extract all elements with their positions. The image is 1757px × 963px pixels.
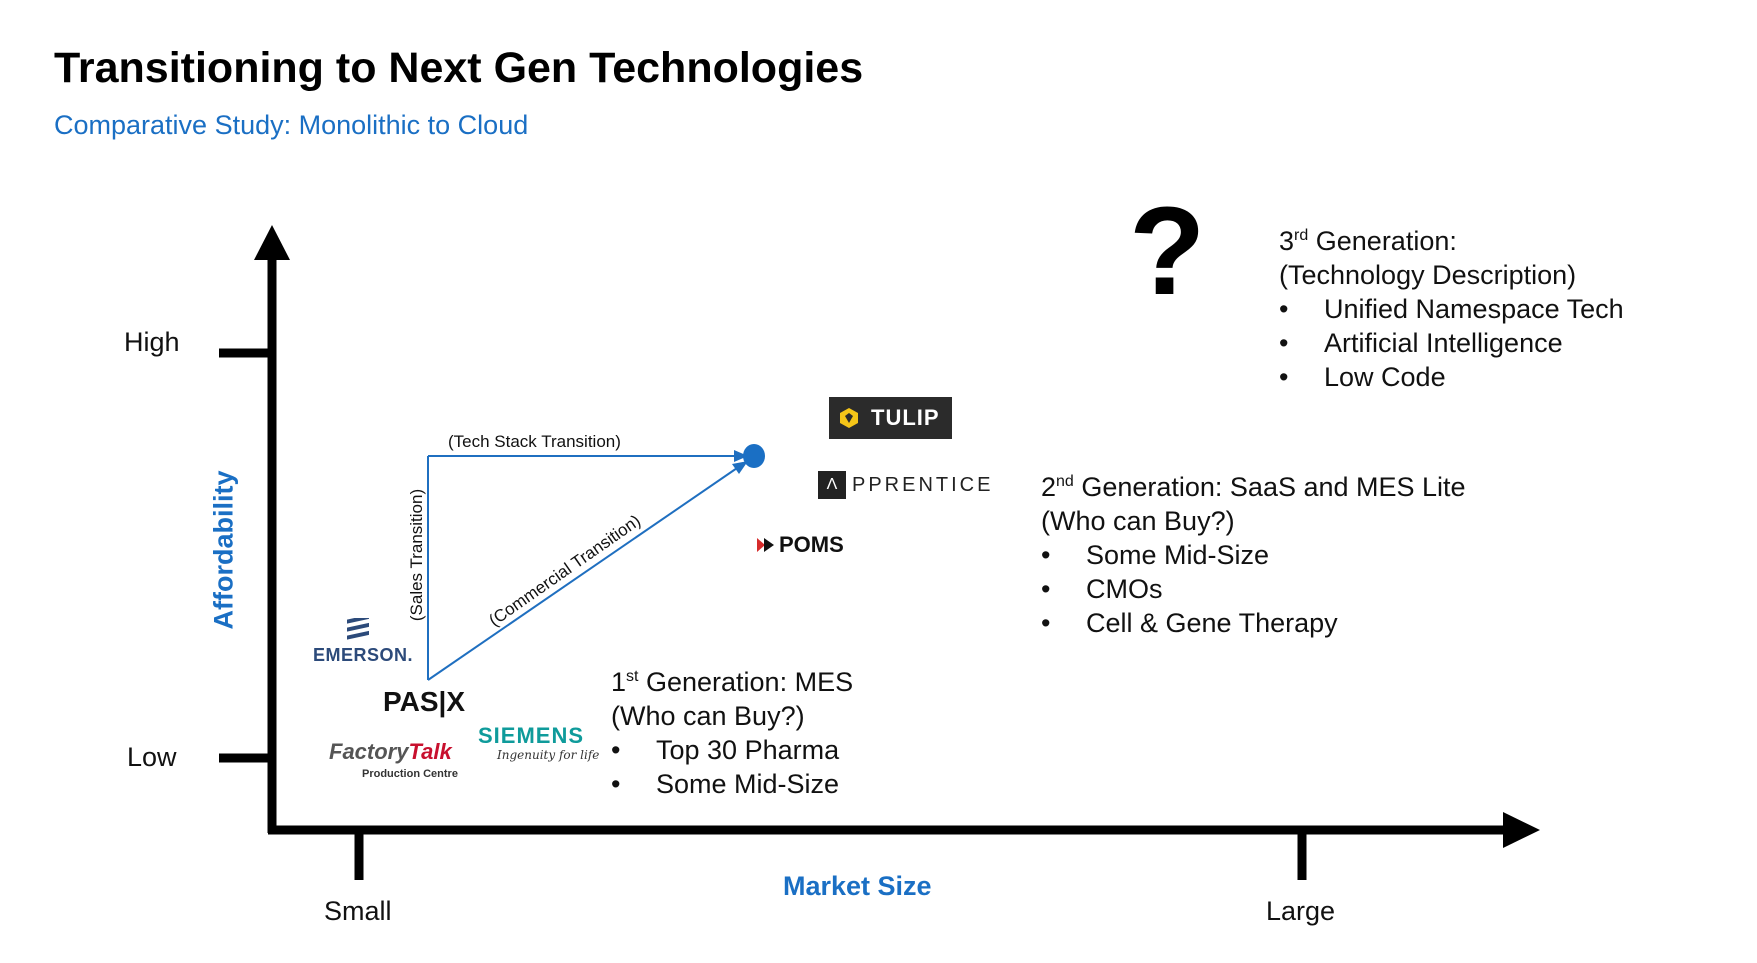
tech-stack-transition-label: (Tech Stack Transition) <box>448 432 621 451</box>
third-gen-item: •Low Code <box>1279 362 1446 392</box>
commercial-arrowhead <box>732 461 748 474</box>
second-gen-item: •CMOs <box>1041 574 1163 604</box>
first-gen-item: •Some Mid-Size <box>611 769 840 799</box>
factorytalk-word-a: Factory <box>329 739 409 764</box>
apprentice-mark-icon: Λ <box>818 471 846 499</box>
factorytalk-logo: FactoryTalk <box>329 739 452 765</box>
siemens-tagline: Ingenuity for life <box>497 748 600 762</box>
third-gen-heading: 3rd Generation: <box>1279 226 1457 256</box>
second-generation-block: 2nd Generation: SaaS and MES Lite (Who c… <box>1041 470 1466 640</box>
tech-stack-arrowhead <box>734 450 748 462</box>
x-label-large: Large <box>1266 896 1336 926</box>
poms-chevron-icon <box>757 538 774 552</box>
third-gen-subheading: (Technology Description) <box>1279 260 1577 290</box>
second-gen-item: •Some Mid-Size <box>1041 540 1270 570</box>
target-point <box>743 444 765 468</box>
sales-transition-label: (Sales Transition) <box>407 488 426 622</box>
factorytalk-word-b: Talk <box>408 739 452 764</box>
apprentice-logo: Λ PPRENTICE <box>818 471 993 499</box>
y-label-high: High <box>124 327 180 357</box>
third-generation-block: 3rd Generation: (Technology Description)… <box>1279 224 1624 394</box>
x-label-small: Small <box>324 896 392 926</box>
x-axis-arrowhead <box>1503 812 1540 848</box>
third-gen-item: •Unified Namespace Tech <box>1279 294 1624 324</box>
slide-subtitle: Comparative Study: Monolithic to Cloud <box>54 110 529 140</box>
first-gen-heading: 1st Generation: MES <box>611 667 854 697</box>
tulip-logo: TULIP <box>829 397 952 439</box>
emerson-mark-icon <box>345 614 371 647</box>
y-axis-arrowhead <box>254 225 290 260</box>
poms-logo: POMS <box>757 532 844 558</box>
apprentice-wordmark: PPRENTICE <box>852 473 994 496</box>
siemens-logo: SIEMENS <box>478 723 585 748</box>
emerson-logo: EMERSON. <box>313 645 414 665</box>
second-gen-item: •Cell & Gene Therapy <box>1041 608 1338 638</box>
tulip-icon <box>840 408 858 428</box>
second-gen-subheading: (Who can Buy?) <box>1041 506 1235 536</box>
poms-wordmark: POMS <box>779 532 844 557</box>
third-gen-item: •Artificial Intelligence <box>1279 328 1563 358</box>
tulip-wordmark: TULIP <box>871 405 940 430</box>
x-axis-title: Market Size <box>783 871 932 901</box>
first-gen-subheading: (Who can Buy?) <box>611 701 805 731</box>
first-gen-item: •Top 30 Pharma <box>611 735 840 765</box>
y-label-low: Low <box>127 742 177 772</box>
question-mark: ? <box>1129 182 1206 321</box>
factorytalk-subtitle: Production Centre <box>362 768 458 780</box>
second-gen-heading: 2nd Generation: SaaS and MES Lite <box>1041 472 1466 502</box>
slide-title: Transitioning to Next Gen Technologies <box>54 44 864 92</box>
pasx-logo: PAS|X <box>383 686 466 717</box>
y-axis-title: Affordability <box>208 470 239 630</box>
commercial-transition-arrow <box>427 465 741 681</box>
first-generation-block: 1st Generation: MES (Who can Buy?) •Top … <box>611 665 853 801</box>
